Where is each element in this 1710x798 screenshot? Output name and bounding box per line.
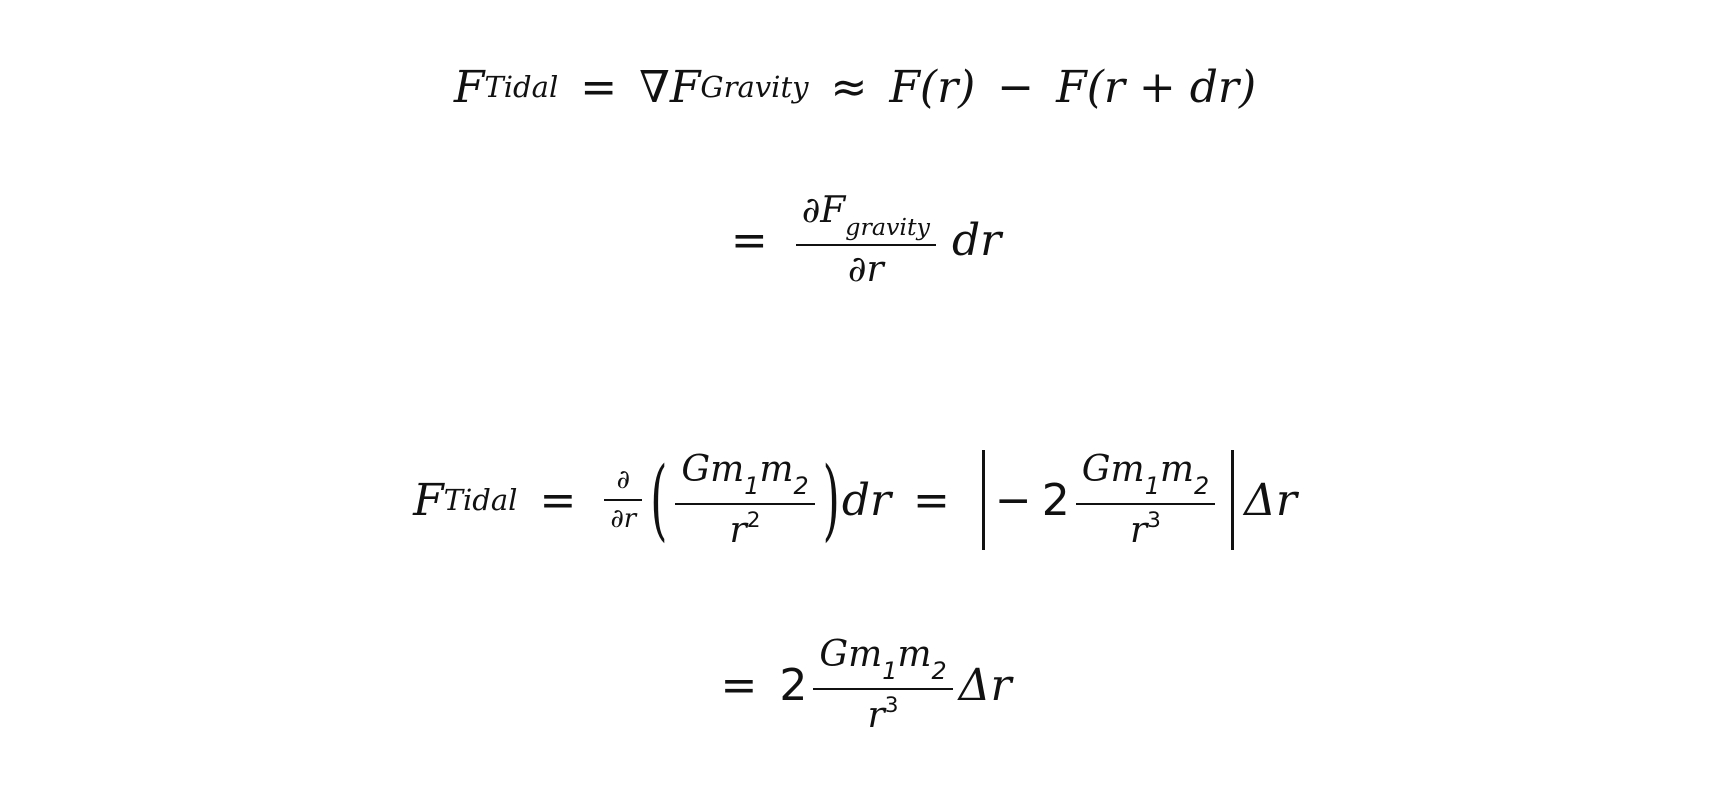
- equals-sign: =: [539, 474, 577, 526]
- fraction-bar: [604, 499, 643, 501]
- numerator-m: m: [1159, 448, 1194, 490]
- numerator-gm: Gm: [681, 448, 745, 490]
- fraction-bar: [675, 502, 815, 505]
- fraction-bar: [813, 687, 953, 690]
- partial-fraction: ∂Fgravity ∂r: [795, 189, 936, 290]
- denominator-r: r: [867, 694, 885, 736]
- exponent: 2: [746, 507, 761, 533]
- subscript-1: 1: [882, 656, 898, 685]
- term-dr: dr: [951, 214, 1002, 266]
- fraction-numerator: Gm1m2: [813, 633, 952, 688]
- minus-sign: −: [997, 61, 1035, 113]
- term-f-r-plus-dr: F(r + dr): [1056, 61, 1257, 113]
- exponent: 3: [1147, 507, 1161, 533]
- result-fraction: Gm1m2 r3: [813, 633, 953, 736]
- derivative-denominator: ∂r: [610, 504, 637, 534]
- fraction-denominator: r3: [1124, 505, 1167, 551]
- minus-sign: −: [994, 474, 1032, 526]
- abs-bar-left: [981, 450, 985, 550]
- equation-line-4: = 2 Gm1m2 r3 Δr: [0, 625, 1710, 745]
- numerator-m: m: [897, 633, 932, 675]
- right-paren: ): [822, 449, 840, 551]
- fraction-denominator: r3: [862, 690, 905, 736]
- exponent: 3: [884, 692, 899, 718]
- equals-sign: =: [913, 474, 950, 526]
- subscript-tidal: Tidal: [484, 70, 559, 104]
- partial-f: ∂F: [801, 189, 846, 231]
- denominator-r: r: [1129, 509, 1148, 551]
- coefficient-two: 2: [779, 659, 808, 711]
- subscript-2: 2: [793, 471, 809, 500]
- fraction-denominator: r2: [724, 505, 767, 551]
- term-delta-r: Δr: [1244, 474, 1297, 526]
- subscript-tidal: Tidal: [443, 483, 518, 517]
- fraction-bar: [795, 243, 936, 246]
- numerator-gm: Gm: [1081, 448, 1145, 490]
- fraction-numerator: ∂Fgravity: [796, 189, 936, 244]
- approx-sign: ≈: [830, 61, 868, 113]
- equals-sign: =: [730, 214, 768, 266]
- subscript-gravity: Gravity: [700, 70, 809, 104]
- numerator-m: m: [759, 448, 794, 490]
- fraction-denominator: ∂r: [847, 248, 884, 290]
- gravity-fraction: Gm1m2 r2: [675, 448, 815, 551]
- numerator-gm: Gm: [819, 633, 883, 675]
- term-f-r: F(r): [889, 61, 976, 113]
- subscript-1: 1: [744, 471, 760, 500]
- subscript-1: 1: [1144, 471, 1160, 500]
- equals-sign: =: [720, 659, 758, 711]
- left-paren: (: [650, 449, 668, 551]
- gradient-f: ∇F: [639, 61, 701, 113]
- abs-bar-right: [1231, 450, 1235, 550]
- tidal-fraction: Gm1m2 r3: [1075, 448, 1216, 551]
- symbol-f: F: [413, 474, 444, 526]
- fraction-numerator: Gm1m2: [1076, 448, 1215, 503]
- denominator-r: r: [729, 509, 747, 551]
- symbol-f: F: [453, 61, 485, 113]
- equation-line-2: = ∂Fgravity ∂r dr: [0, 190, 1710, 290]
- derivative-numerator: ∂: [616, 465, 630, 496]
- subscript-2: 2: [1193, 471, 1210, 500]
- derivative-operator: ∂ ∂r: [604, 465, 643, 534]
- equals-sign: =: [580, 61, 618, 113]
- subscript-2: 2: [931, 656, 947, 685]
- term-dr: dr: [841, 474, 892, 526]
- subscript-gravity: gravity: [845, 212, 930, 241]
- coefficient-two: 2: [1041, 474, 1070, 526]
- fraction-bar: [1075, 502, 1216, 505]
- term-delta-r: Δr: [958, 659, 1012, 711]
- fraction-numerator: Gm1m2: [675, 448, 814, 503]
